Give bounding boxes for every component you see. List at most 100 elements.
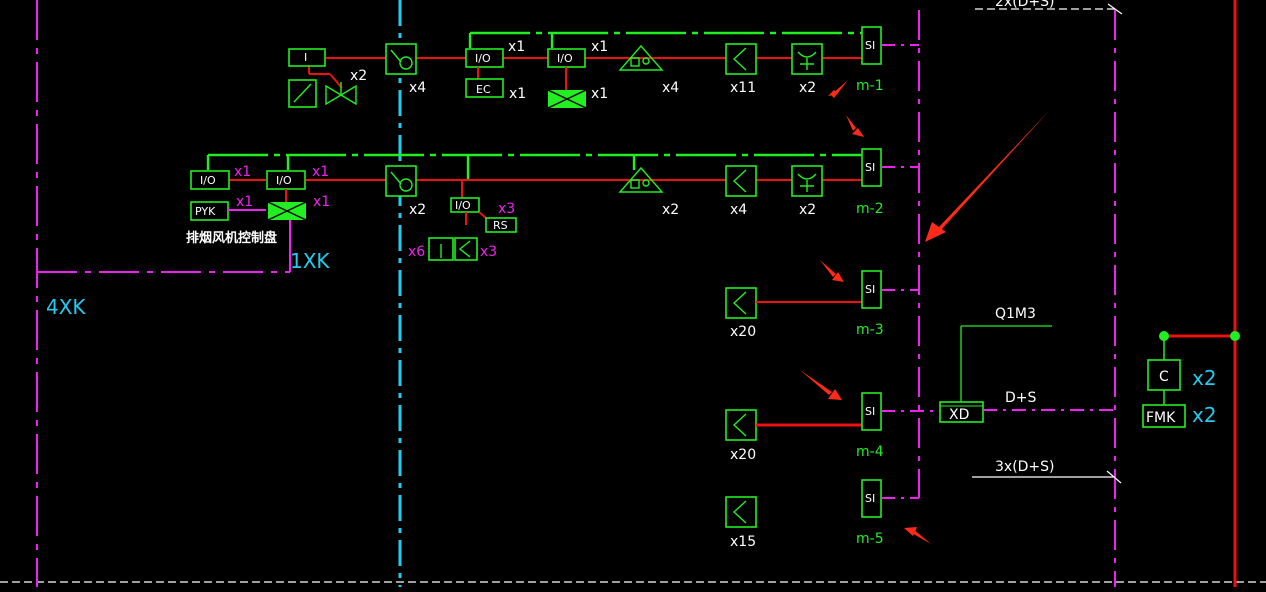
row2-io-module-b-count: x1 xyxy=(312,164,329,180)
row2-rs-link xyxy=(478,211,487,219)
annotation-arrow-4-head xyxy=(828,389,842,400)
row1-valve-count: x2 xyxy=(350,68,367,84)
row2-fire-valve-icon xyxy=(399,178,413,192)
top-bus-tick xyxy=(1107,3,1123,15)
row2-io-module-a-label: I/O xyxy=(200,174,216,187)
row1-si-label: SI xyxy=(865,39,875,52)
row4-module-label: m-4 xyxy=(856,444,884,460)
junction-dot-left xyxy=(1159,331,1169,341)
xd-label: XD xyxy=(949,407,969,423)
annotation-arrow-5 xyxy=(910,528,931,544)
smoke-detector-icon xyxy=(732,47,747,71)
c-label: C xyxy=(1159,369,1169,385)
annotation-arrow-2 xyxy=(846,115,856,131)
row2-damper-count: x1 xyxy=(313,194,330,210)
row2-io-module-a-count: x1 xyxy=(234,164,251,180)
row1-wire-valve xyxy=(329,73,343,89)
row1-module-label: m-1 xyxy=(856,78,884,94)
panel-1xk-label: 1XK xyxy=(290,249,330,273)
row3-smoke-detector-icon xyxy=(732,291,747,315)
row1-io-module-1-label: I/O xyxy=(475,52,491,65)
annotation-arrow-3-head xyxy=(832,272,844,282)
row1-io-module-2-label: I/O xyxy=(557,52,573,65)
row2-io-module-a xyxy=(190,170,230,190)
row1-smoke-detector-box xyxy=(725,43,757,75)
row1-alarm-inner xyxy=(630,57,640,67)
row2-alarm-inner xyxy=(630,179,640,189)
row1-io-module-1-count: x1 xyxy=(508,39,525,55)
row2-heat-detector-icon xyxy=(797,173,817,192)
top-bus-label: 2x(D+S) xyxy=(995,0,1055,10)
row2-smoke-count: x4 xyxy=(730,202,747,218)
row1-io-module-1 xyxy=(465,48,504,68)
row2-sensor-count-b: x3 xyxy=(480,244,497,260)
ds-label: D+S xyxy=(1005,390,1037,406)
row1-heat-count: x2 xyxy=(799,80,816,96)
row1-io-module-2-count: x1 xyxy=(591,39,608,55)
heat-detector-icon xyxy=(797,51,817,70)
annotation-arrow-5-head xyxy=(904,527,917,536)
xd-box xyxy=(939,401,984,423)
row1-alarm-dot xyxy=(642,57,650,65)
row2-alarm-count: x2 xyxy=(662,202,679,218)
row3-smoke-count: x20 xyxy=(730,324,756,340)
row2-rs-label: RS xyxy=(493,219,508,232)
row1-sensor-slash xyxy=(293,83,312,103)
q1m3-label: Q1M3 xyxy=(995,306,1036,322)
row1-ec-count: x1 xyxy=(509,86,526,102)
row2-io-module-b-label: I/O xyxy=(276,174,292,187)
row2-pyk-count: x1 xyxy=(236,194,253,210)
row1-damper-count: x1 xyxy=(591,86,608,102)
annotation-arrow-4 xyxy=(800,370,832,395)
fan-control-panel-label: 排烟风机控制盘 xyxy=(186,230,277,246)
row2-si-label: SI xyxy=(865,161,875,174)
row1-smoke-count: x11 xyxy=(730,80,756,96)
row3-si-label: SI xyxy=(865,283,875,296)
fmk-box xyxy=(1142,404,1186,428)
row2-sensor-count-a: x6 xyxy=(408,244,425,260)
fire-valve-icon xyxy=(399,56,413,70)
row3-smoke-detector-box xyxy=(725,287,757,319)
c-count: x2 xyxy=(1192,366,1217,390)
row4-smoke-detector-box xyxy=(725,409,757,441)
annotation-arrow-big-head xyxy=(925,222,946,242)
row4-si-label: SI xyxy=(865,405,875,418)
row2-damper-icon xyxy=(267,201,307,221)
annotation-arrow-1 xyxy=(831,80,848,98)
annotation-arrow-big xyxy=(938,112,1048,230)
valve-icon xyxy=(325,84,357,106)
row5-smoke-detector-box xyxy=(725,496,757,528)
fire-valve-arm xyxy=(390,49,402,63)
row2-sensor-box xyxy=(454,237,478,261)
row2-pyk-label: PYK xyxy=(195,205,216,218)
row2-sensor-icon xyxy=(458,240,471,258)
bus3-label: 3x(D+S) xyxy=(995,459,1055,475)
damper-icon xyxy=(547,89,587,109)
row3-module-label: m-3 xyxy=(856,322,884,338)
row2-smoke-detector-box xyxy=(725,165,757,197)
row1-ec-box xyxy=(465,78,504,98)
annotation-arrow-2-head xyxy=(852,128,864,137)
row4-smoke-count: x20 xyxy=(730,447,756,463)
fmk-count: x2 xyxy=(1192,403,1217,427)
row2-rs-box xyxy=(485,217,517,233)
row1-alarm-count: x4 xyxy=(662,80,679,96)
row5-smoke-count: x15 xyxy=(730,534,756,550)
row1-input-module xyxy=(288,48,326,67)
row2-fire-valve-arm xyxy=(390,171,402,185)
annotation-arrow-1-head xyxy=(828,90,838,96)
row1-input-module-label: I xyxy=(304,51,307,64)
row4-smoke-detector-icon xyxy=(732,413,747,437)
row2-heat-count: x2 xyxy=(799,202,816,218)
row2-module-label: m-2 xyxy=(856,201,884,217)
junction-dot-right xyxy=(1230,331,1240,341)
row2-io-module-c-label: I/O xyxy=(455,199,471,212)
annotation-arrow-3 xyxy=(820,260,836,277)
row5-si-label: SI xyxy=(865,492,875,505)
panel-4xk-label: 4XK xyxy=(46,295,86,319)
row5-smoke-detector-icon xyxy=(732,500,747,524)
row2-io-module-c-count: x3 xyxy=(498,201,515,217)
row2-fire-valve-count: x2 xyxy=(409,202,426,218)
